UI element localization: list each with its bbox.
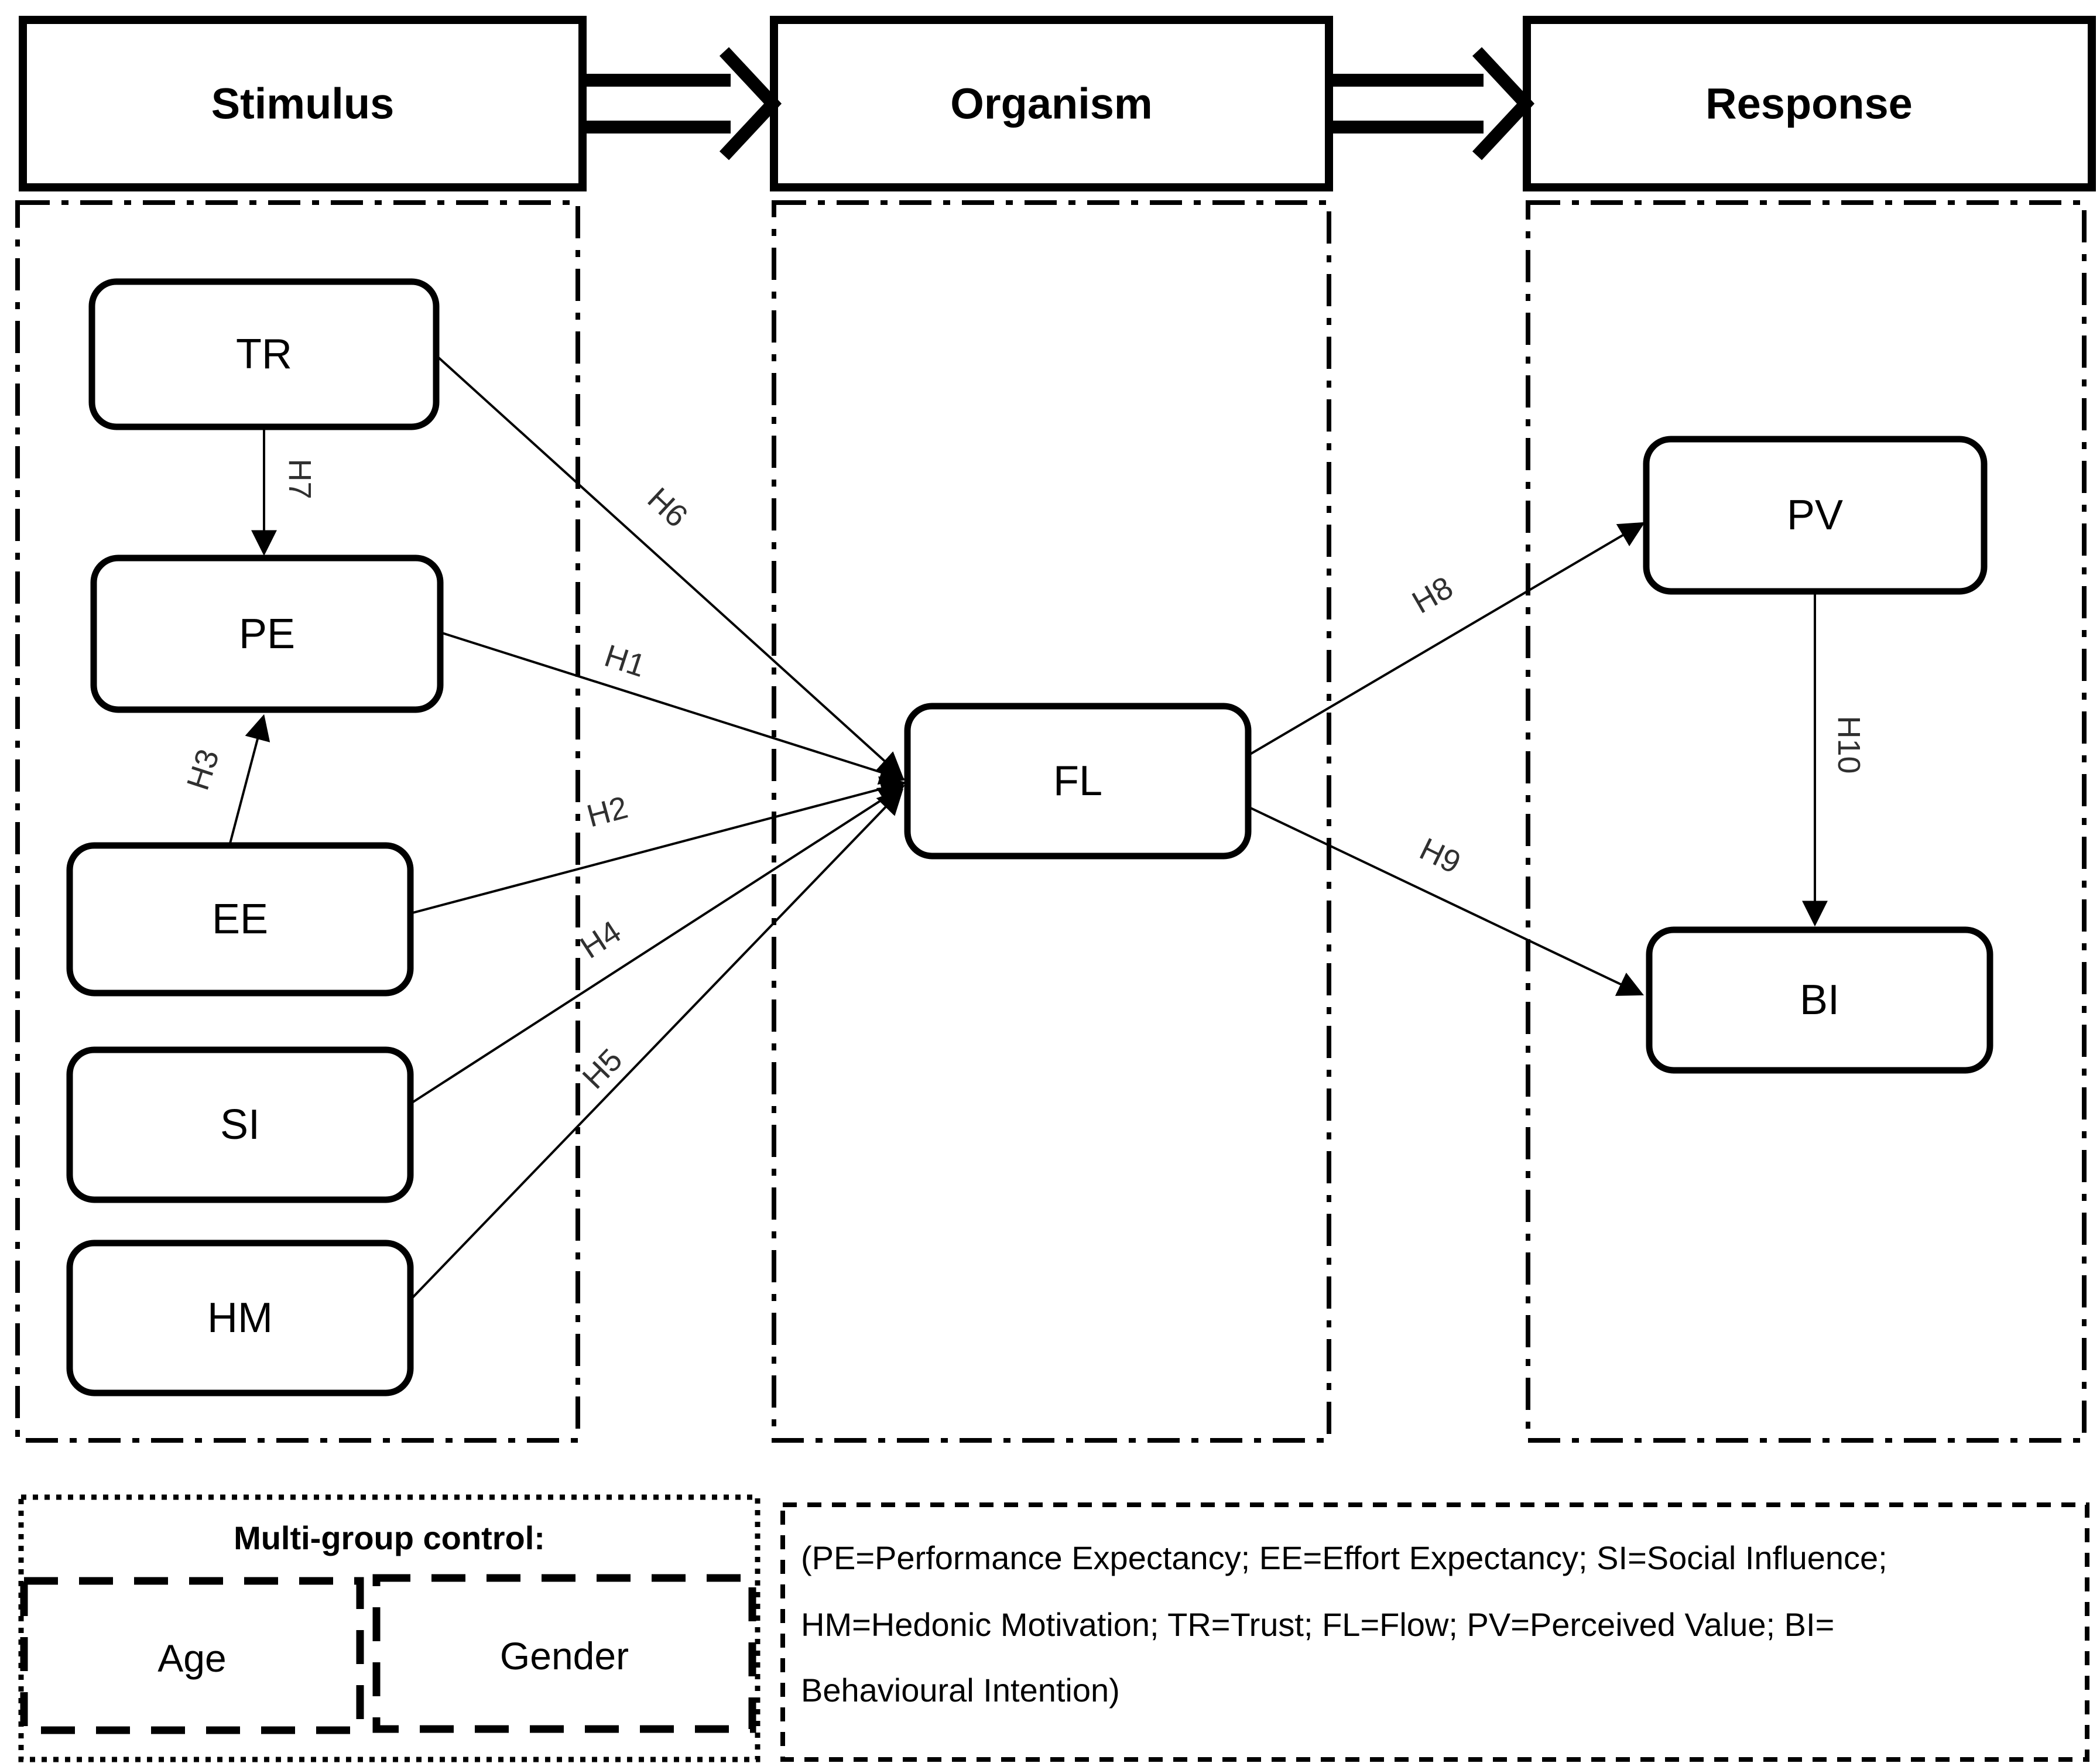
header-label-response: Response: [1705, 80, 1913, 128]
edge-H4-line: [409, 785, 905, 1105]
node-BI: BI: [1646, 926, 1993, 1074]
block-arrow-stimulus-organism: [583, 47, 782, 160]
column-response: [1526, 200, 2087, 1443]
header-box-stimulus: [19, 16, 587, 191]
legend-line-2: HM=Hedonic Motivation; TR=Trust; FL=Flow…: [801, 1606, 1834, 1643]
node-PV: PV: [1643, 436, 1988, 595]
node-BI-label: BI: [1800, 977, 1839, 1023]
node-SI: SI: [66, 1046, 414, 1203]
node-PE: PE: [90, 554, 444, 713]
edge-H7-label: H7: [282, 458, 317, 499]
header-label-stimulus: Stimulus: [211, 80, 394, 128]
control-panel-title: Multi-group control:: [234, 1519, 545, 1556]
age-box: [20, 1577, 364, 1734]
node-PE-label: PE: [239, 611, 295, 658]
gender-box: [372, 1574, 756, 1733]
edge-H4-label: H4: [574, 914, 628, 966]
edge-H6-line: [435, 354, 904, 778]
edge-H3-line: [228, 714, 270, 846]
edge-H1-label: H1: [600, 638, 649, 684]
edge-H8-line: [1247, 522, 1645, 756]
legend-line-3: Behavioural Intention): [801, 1672, 1120, 1709]
header-box-response: [1523, 16, 2096, 191]
node-EE-label: EE: [212, 896, 268, 943]
node-TR-label: TR: [236, 331, 292, 378]
age-label: Age: [157, 1637, 226, 1680]
control-panel: Multi-group control: Age Gender: [18, 1494, 760, 1762]
edge-H3-label: H3: [180, 745, 226, 794]
column-organism: [772, 200, 1331, 1443]
node-HM: HM: [66, 1240, 414, 1396]
node-HM-label: HM: [207, 1295, 273, 1341]
edge-H2-label: H2: [583, 790, 631, 834]
edge-H5-line: [409, 788, 904, 1301]
node-PV-label: PV: [1787, 492, 1843, 539]
node-EE: EE: [66, 842, 414, 997]
node-SI-label: SI: [220, 1101, 260, 1148]
edge-H9-label: H9: [1414, 831, 1466, 881]
header-label-organism: Organism: [950, 80, 1152, 128]
control-panel-box: [18, 1494, 760, 1762]
column-stimulus: [15, 200, 580, 1443]
edge-H9-line: [1248, 806, 1644, 996]
node-FL-label: FL: [1053, 758, 1102, 805]
header-box-organism: [770, 16, 1333, 191]
edge-H5-label: H5: [575, 1042, 629, 1096]
edge-H10-label: H10: [1831, 716, 1866, 773]
edge-H2-line: [410, 776, 907, 915]
edge-H8-label: H8: [1406, 570, 1459, 620]
edge-lines: [228, 354, 1828, 1301]
edge-H6-label: H6: [641, 481, 694, 534]
legend-line-1: (PE=Performance Expectancy; EE=Effort Ex…: [801, 1539, 1887, 1576]
edge-H1-line: [440, 631, 906, 785]
node-TR: TR: [88, 278, 440, 430]
legend-box: [780, 1502, 2089, 1762]
block-arrow-organism-response: [1329, 47, 1535, 160]
gender-label: Gender: [500, 1634, 629, 1678]
legend: (PE=Performance Expectancy; EE=Effort Ex…: [780, 1502, 2089, 1762]
node-FL: FL: [904, 703, 1252, 860]
